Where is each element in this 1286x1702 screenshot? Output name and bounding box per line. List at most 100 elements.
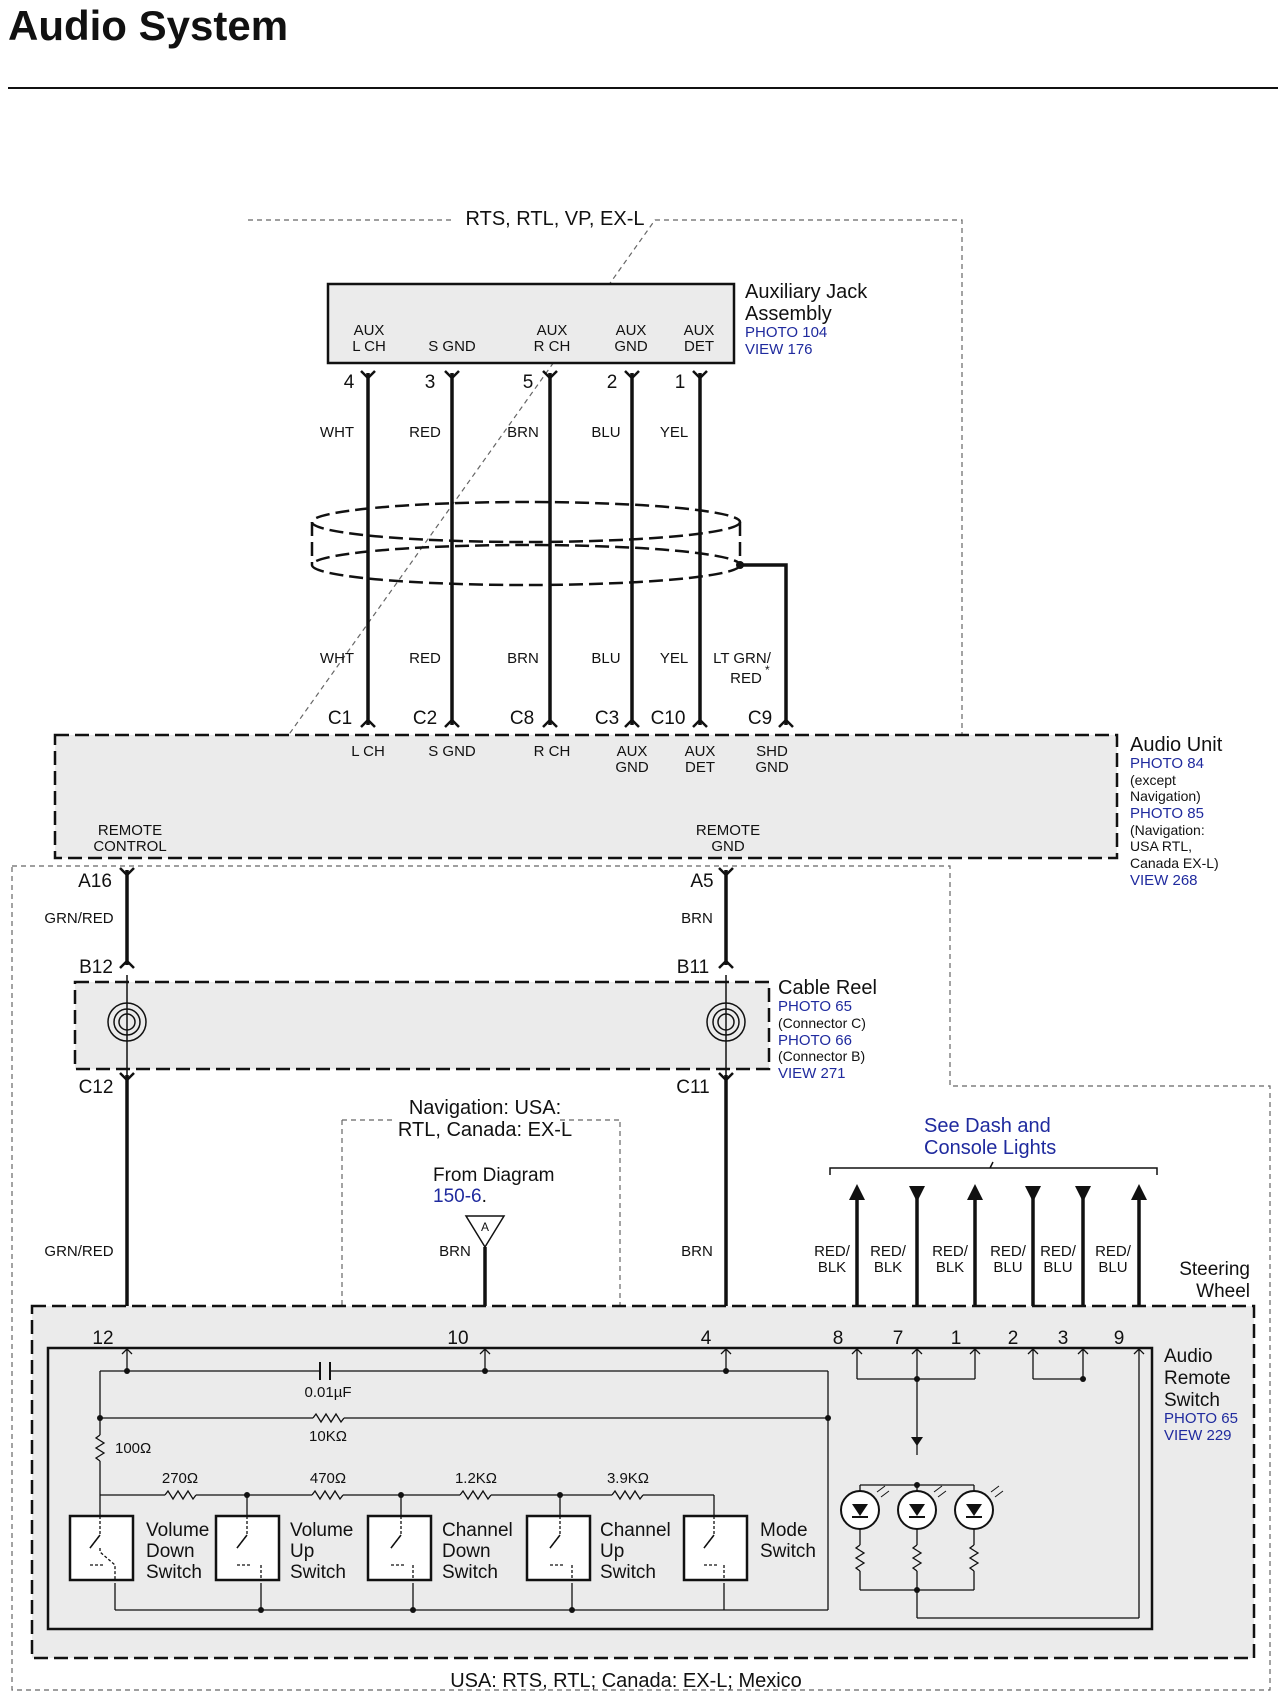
wire-label-brn-bot: BRN [507, 650, 539, 667]
wire-label-shield-1: LT GRN/ [713, 650, 772, 667]
au-term-rch: R CH [534, 743, 571, 760]
pin-c12: C12 [79, 1077, 114, 1098]
wire-label-nav-brn: BRN [439, 1243, 471, 1260]
pin-c10: C10 [651, 708, 686, 729]
volume-up-label-3: Switch [290, 1562, 346, 1583]
steering-wheel-label-2: Wheel [1196, 1281, 1250, 1302]
ars-pin-4: 4 [701, 1328, 712, 1349]
ars-pin-1: 1 [951, 1328, 962, 1349]
channel-down-switch[interactable]: Channel Down Switch [366, 1514, 513, 1583]
shielded-cable [310, 500, 742, 587]
audio-unit-note2a: (Navigation: [1130, 822, 1205, 838]
aux-jack-terminals: AUX L CH S GND AUX R CH AUX GND AUX DET [352, 322, 714, 355]
aux-term-3-l2: R CH [534, 338, 571, 355]
cable-reel-name: Cable Reel [778, 977, 877, 999]
aux-jack-view: VIEW 176 [745, 341, 813, 358]
bottom-variant-label: USA: RTS, RTL; Canada: EX-L; Mexico [450, 1670, 802, 1692]
ars-pin-7: 7 [893, 1328, 904, 1349]
aux-term-2-l2: S GND [428, 338, 476, 355]
wire-label-brn-upper: BRN [681, 910, 713, 927]
remote-wires [125, 870, 728, 1342]
remote-switch-circuit [94, 1348, 1145, 1619]
svg-text:BLK: BLK [818, 1259, 846, 1276]
coil-right [706, 1002, 746, 1042]
audio-unit-note1b: Navigation) [1130, 788, 1201, 804]
aux-pin-1: 1 [675, 372, 686, 393]
svg-text:RED/: RED/ [990, 1243, 1027, 1260]
channel-up-switch[interactable]: Channel Up Switch [525, 1514, 671, 1583]
au-term-auxdet-2: DET [685, 759, 715, 776]
aux-term-4-l2: GND [614, 338, 648, 355]
from-diagram-link[interactable]: 150-6. [433, 1186, 487, 1207]
dash-lights-link-2[interactable]: Console Lights [924, 1137, 1056, 1159]
audio-unit-terminals: L CH S GND R CH AUX GND AUX DET SHD GND … [93, 743, 789, 855]
ars-name-2: Remote [1164, 1368, 1231, 1389]
aux-term-5-l1: AUX [684, 322, 715, 339]
mode-switch[interactable]: Mode Switch [682, 1514, 816, 1582]
led-icon [897, 1485, 947, 1530]
res-470-label: 470Ω [310, 1470, 346, 1487]
arrow-up-8 [849, 1184, 865, 1200]
top-variant-label: RTS, RTL, VP, EX-L [466, 208, 645, 230]
svg-text:RED/: RED/ [814, 1243, 851, 1260]
page-title: Audio System [8, 2, 288, 49]
aux-term-3-l1: AUX [537, 322, 568, 339]
audio-unit-note2c: Canada EX-L) [1130, 855, 1219, 871]
res-270-label: 270Ω [162, 1470, 198, 1487]
nav-variant-outline [341, 1119, 621, 1341]
component-values: 0.01µF 10KΩ 100Ω 270Ω 470Ω 1.2KΩ 3.9KΩ [115, 1384, 649, 1487]
dash-light-wire-colors: RED/ BLK RED/ BLK RED/ BLK RED/ BLU RED/… [814, 1243, 1132, 1276]
steering-variant-outline [11, 865, 1271, 1691]
mode-switch-label-1: Mode [760, 1520, 808, 1541]
connector-a-letter: A [481, 1220, 489, 1234]
au-term-sgnd: S GND [428, 743, 476, 760]
audio-unit-box [53, 733, 1119, 860]
cable-reel-coils [107, 975, 746, 1075]
res-1k2-label: 1.2KΩ [455, 1470, 497, 1487]
audio-unit-photo85: PHOTO 85 [1130, 805, 1204, 822]
pin-c2: C2 [413, 708, 437, 729]
arrow-down-3 [1075, 1186, 1091, 1202]
audio-unit-name: Audio Unit [1130, 734, 1223, 756]
audio-unit-note2b: USA RTL, [1130, 838, 1192, 854]
from-diagram-link-text[interactable]: 150-6 [433, 1186, 482, 1207]
svg-text:BLU: BLU [1098, 1259, 1127, 1276]
audio-unit-photo84: PHOTO 84 [1130, 755, 1204, 772]
wire-shield [740, 563, 788, 725]
cable-reel-photo66: PHOTO 66 [778, 1032, 852, 1049]
wire-label-yel-bot: YEL [660, 650, 688, 667]
shield-junction [736, 561, 744, 569]
volume-up-label-1: Volume [290, 1520, 353, 1541]
from-diagram-label: From Diagram [433, 1165, 554, 1186]
channel-up-label-1: Channel [600, 1520, 671, 1541]
aux-pin-numbers: 4 3 5 2 1 [344, 372, 686, 393]
wire-label-brn-top: BRN [507, 424, 539, 441]
nav-variant-label-1: Navigation: USA: [409, 1097, 561, 1119]
arrow-down-7 [909, 1186, 925, 1202]
cable-reel-view: VIEW 271 [778, 1065, 846, 1082]
dash-lights-link-1[interactable]: See Dash and [924, 1115, 1051, 1137]
dash-lights-bracket [829, 1161, 1158, 1175]
au-term-shdgnd-1: SHD [756, 743, 788, 760]
res-10k-label: 10KΩ [309, 1428, 347, 1445]
volume-up-switch[interactable]: Volume Up Switch [214, 1514, 353, 1583]
wire-label-grnred-top: GRN/RED [44, 910, 113, 927]
cable-reel-note2: (Connector B) [778, 1048, 865, 1064]
pin-a5: A5 [690, 871, 713, 892]
au-remote-control-2: CONTROL [93, 838, 166, 855]
aux-connector-forks [360, 370, 794, 728]
diode-arrow [911, 1437, 923, 1446]
cable-reel-note1: (Connector C) [778, 1015, 866, 1031]
cable-reel-photo65: PHOTO 65 [778, 998, 852, 1015]
svg-text:BLU: BLU [1043, 1259, 1072, 1276]
volume-up-label-2: Up [290, 1541, 314, 1562]
indicator-leds [840, 1485, 1004, 1530]
volume-down-switch[interactable]: Volume Down Switch [68, 1514, 209, 1583]
wire-label-blu-top: BLU [591, 424, 620, 441]
au-term-lch: L CH [351, 743, 385, 760]
pin-c11: C11 [676, 1077, 709, 1098]
remote-switches: Volume Down Switch Volume Up Switch Chan… [68, 1514, 816, 1583]
aux-jack-box [326, 282, 736, 365]
aux-pin-5: 5 [523, 372, 534, 393]
